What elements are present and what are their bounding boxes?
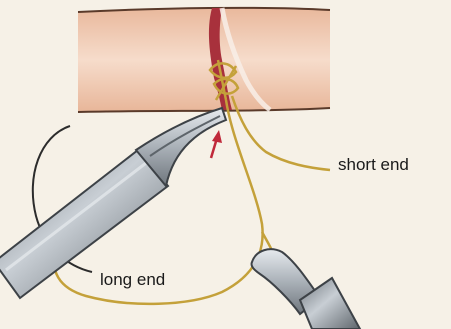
short-end-label: short end xyxy=(338,155,409,175)
long-end-label: long end xyxy=(100,270,165,290)
tissue xyxy=(78,8,330,112)
